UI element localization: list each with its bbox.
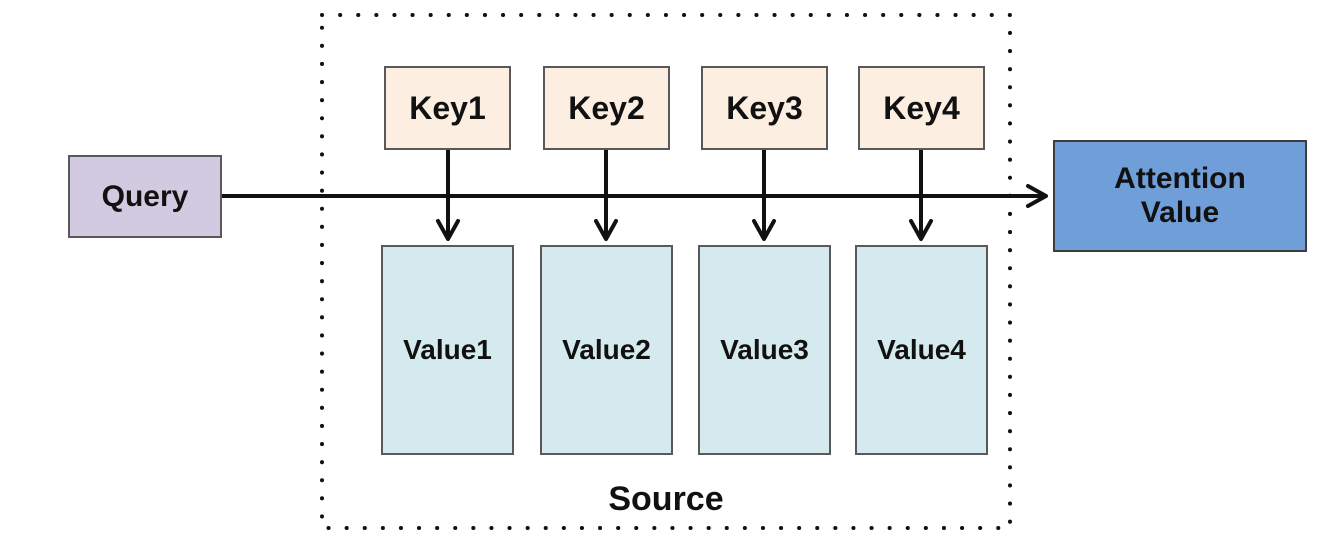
key3-box: Key3 (701, 66, 828, 150)
source-label: Source (608, 480, 724, 518)
key4-box: Key4 (858, 66, 985, 150)
value1-box: Value1 (381, 245, 514, 455)
query-box: Query (68, 155, 222, 238)
attention-value-line2: Value (1140, 196, 1220, 229)
source-dotted-border (320, 13, 1012, 530)
value4-box: Value4 (855, 245, 988, 455)
attention-value-box: Attention Value (1053, 140, 1307, 252)
key2-box: Key2 (543, 66, 670, 150)
value2-box: Value2 (540, 245, 673, 455)
key1-box: Key1 (384, 66, 511, 150)
value3-box: Value3 (698, 245, 831, 455)
attention-value-line1: Attention (1114, 161, 1246, 195)
